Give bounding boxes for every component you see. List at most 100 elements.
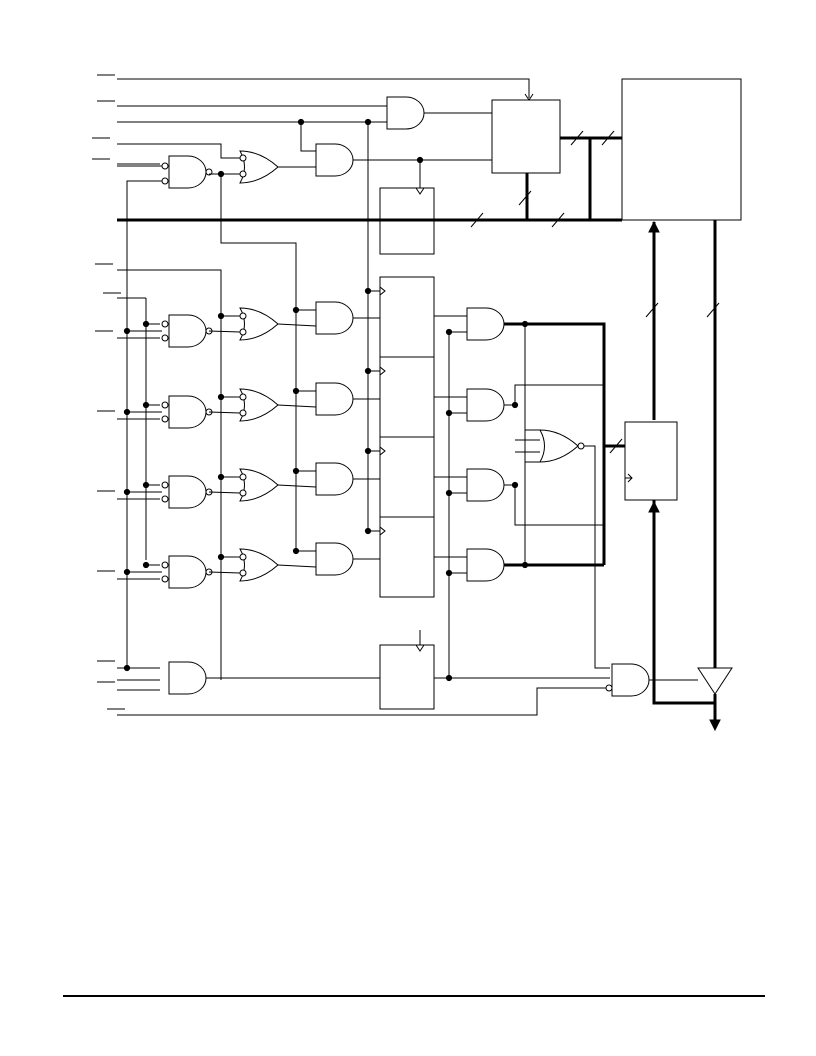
bus-width-slash [470,212,484,228]
wire [126,180,162,668]
inversion-bubble [239,553,247,561]
inversion-bubble [239,569,247,577]
gate-body [168,661,207,695]
stage-1-register [379,276,435,358]
wire [584,445,610,669]
stage-2-nand-gate [168,395,207,429]
junction-dot [292,467,300,475]
gate-body [168,475,207,509]
stage-3-nand-gate [168,475,207,509]
arrow-icon [648,220,660,233]
junction-dot [364,367,372,375]
gate-body [168,155,207,189]
junction-dot [142,401,150,409]
clock-marker-icon [379,286,386,296]
junction-dot [364,447,372,455]
gate-body [539,429,579,463]
stage-4-output-and-gate [466,548,505,582]
wire [117,687,606,716]
inversion-bubble [161,575,169,583]
wire [277,484,317,488]
inversion-bubble [239,170,247,178]
enable-and-gate [611,663,650,697]
bus-width-slash [706,302,720,318]
inversion-bubble [239,489,247,497]
stage-3-output-and-gate [466,468,505,502]
stage-2-or-gate [239,388,279,422]
junction-dot [217,312,225,320]
stage-1-nand-gate [168,314,207,348]
junction-dot [292,547,300,555]
wire [277,323,317,327]
stage-1-output-and-gate [466,307,505,341]
inversion-bubble [239,154,247,162]
wire [504,484,604,526]
wire [117,269,222,680]
junction-dot [292,306,300,314]
stage-4-nand-gate [168,555,207,589]
inversion-bubble [161,561,169,569]
junction-dot [292,387,300,395]
junction-dot [364,527,372,535]
wire [220,174,297,548]
stage-4-and-gate [315,542,354,576]
gate-body [168,314,207,348]
gate-body [239,468,279,502]
inversion-bubble [161,415,169,423]
inversion-bubble [161,320,169,328]
output-register-block [621,78,742,221]
top-register-block [491,99,561,174]
bottom-register-block [379,644,435,710]
top-and-gate [386,96,425,130]
inversion-bubble [161,162,169,170]
output-latch-block [624,421,678,501]
clock-marker-icon [415,644,425,652]
gate-body [315,542,354,576]
stage-3-register [379,436,435,518]
wire [277,404,317,408]
clock-marker-icon [625,473,633,483]
gate-body [466,388,505,422]
arrow-icon [648,500,660,513]
wire [208,491,241,494]
stage-2-output-and-gate [466,388,505,422]
arrow-icon [709,719,721,732]
gate-body [315,143,354,177]
stage-1-or-gate [239,307,279,341]
bus-width-slash [570,130,584,146]
inversion-bubble [161,334,169,342]
wire [300,122,316,152]
gate-body [168,555,207,589]
stage-1-and-gate [315,301,354,335]
gate-body [239,307,279,341]
junction-dot [364,287,372,295]
wire [277,564,317,568]
stage-2-register [379,356,435,438]
gate-body [466,307,505,341]
junction-dot [217,393,225,401]
gate-body [315,301,354,335]
stage-4-register [379,516,435,598]
bus-width-slash [518,190,532,206]
inversion-bubble [161,495,169,503]
inversion-bubble [161,177,169,185]
junction-dot [142,320,150,328]
inversion-bubble [239,393,247,401]
inversion-bubble [577,442,585,450]
clock-marker-icon [379,446,386,456]
wire [117,78,530,98]
footer-rule [63,995,765,997]
gate-body [168,395,207,429]
clock-marker-icon [379,366,386,376]
gate-body [315,462,354,496]
and-gate [315,143,354,177]
gate-body [239,388,279,422]
stage-3-and-gate [315,462,354,496]
combining-or-gate [539,429,579,463]
output-buffer [697,667,733,695]
wire [208,411,241,414]
stage-2-and-gate [315,382,354,416]
junction-dot [142,481,150,489]
nand-gate [168,155,207,189]
